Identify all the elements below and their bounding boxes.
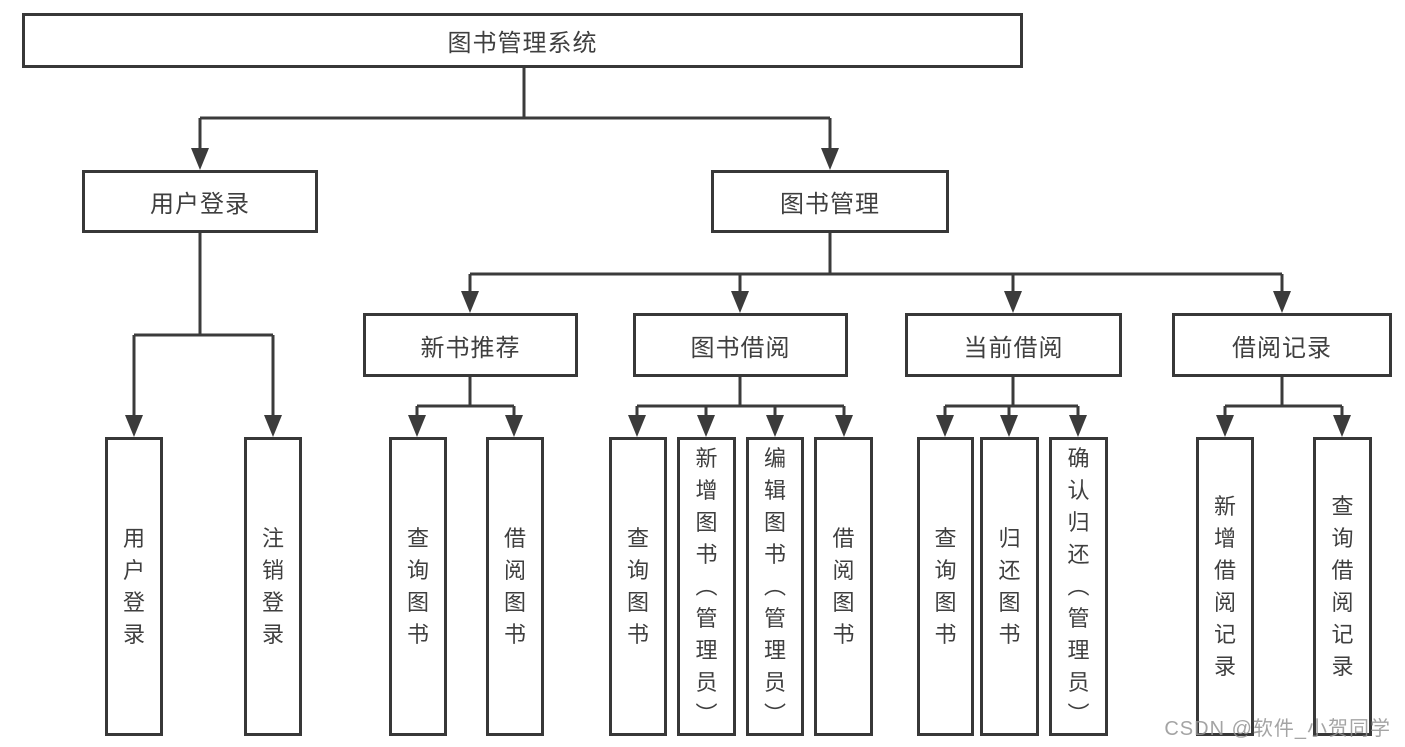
node-book-borrow-label: 图书借阅 (690, 334, 791, 362)
leaf-borrow-book-under-recommend-label: 借阅图书 (503, 525, 526, 647)
connector-lines (132, 68, 1344, 418)
node-user-login-label: 用户登录 (150, 191, 250, 218)
leaf-add-borrow-record: 新增借阅记录 (1196, 437, 1254, 736)
watermark-text: CSDN @软件_小贺同学 (1164, 718, 1391, 740)
node-root-label: 图书管理系统 (447, 30, 598, 57)
leaf-logout-label: 注销登录 (261, 525, 284, 647)
leaf-confirm-return-admin-label: 确认归还︵管理员︶ (1067, 445, 1090, 727)
leaf-query-book-under-borrow: 查询图书 (609, 437, 667, 736)
node-borrow-records-label: 借阅记录 (1232, 334, 1332, 362)
leaf-return-book: 归还图书 (980, 437, 1039, 736)
leaf-user-login: 用户登录 (105, 437, 163, 736)
node-borrow-records: 借阅记录 (1172, 313, 1392, 377)
node-current-borrow-label: 当前借阅 (963, 334, 1064, 362)
leaf-borrow-book-under-borrow: 借阅图书 (814, 437, 873, 736)
node-new-book-recommend: 新书推荐 (363, 313, 578, 377)
node-book-borrow: 图书借阅 (633, 313, 848, 377)
leaf-confirm-return-admin: 确认归还︵管理员︶ (1049, 437, 1108, 736)
leaf-query-book-under-borrow-label: 查询图书 (626, 525, 649, 647)
leaf-edit-book-admin: 编辑图书︵管理员︶ (746, 437, 804, 736)
leaf-add-borrow-record-label: 新增借阅记录 (1213, 493, 1236, 679)
leaf-query-book-under-recommend-label: 查询图书 (406, 525, 429, 647)
leaf-query-borrow-record-label: 查询借阅记录 (1331, 493, 1354, 679)
node-new-book-recommend-label: 新书推荐 (420, 334, 521, 362)
leaf-borrow-book-under-recommend: 借阅图书 (486, 437, 544, 736)
leaf-query-book-under-current: 查询图书 (917, 437, 974, 736)
leaf-return-book-label: 归还图书 (998, 525, 1021, 647)
leaf-logout: 注销登录 (244, 437, 302, 736)
leaf-edit-book-admin-label: 编辑图书︵管理员︶ (763, 445, 786, 727)
leaf-add-book-admin-label: 新增图书︵管理员︶ (695, 445, 718, 727)
leaf-borrow-book-under-borrow-label: 借阅图书 (832, 525, 855, 647)
node-root: 图书管理系统 (22, 13, 1023, 68)
leaf-query-book-under-recommend: 查询图书 (389, 437, 447, 736)
node-user-login: 用户登录 (82, 170, 318, 233)
node-book-management: 图书管理 (711, 170, 949, 233)
leaf-user-login-label: 用户登录 (122, 525, 145, 647)
leaf-query-borrow-record: 查询借阅记录 (1313, 437, 1372, 736)
node-book-management-label: 图书管理 (780, 191, 880, 218)
leaf-add-book-admin: 新增图书︵管理员︶ (677, 437, 736, 736)
leaf-query-book-under-current-label: 查询图书 (934, 525, 957, 647)
node-current-borrow: 当前借阅 (905, 313, 1122, 377)
